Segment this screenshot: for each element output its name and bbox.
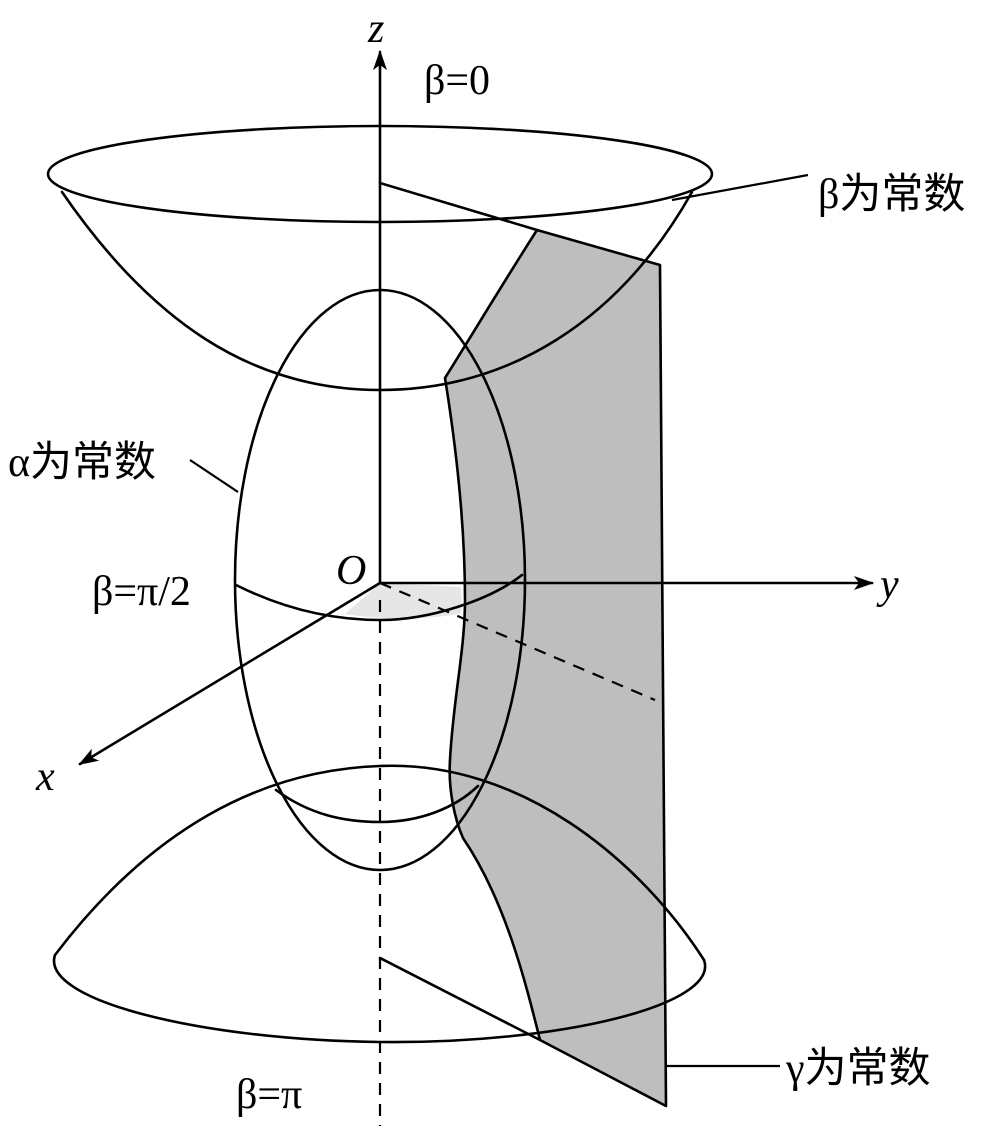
gamma-surface	[443, 228, 668, 1108]
origin-label: O	[336, 548, 366, 594]
x-axis-label: x	[35, 754, 55, 800]
beta-const-leader	[671, 173, 809, 202]
upper-sheet-curve	[60, 190, 694, 392]
alpha-const-leader	[189, 459, 239, 493]
upper-radial-line	[378, 181, 539, 232]
alpha-ellipsoid	[233, 288, 527, 872]
xy-sector	[345, 583, 462, 619]
beta-pi-label: β=π	[236, 1072, 302, 1118]
upper-sheet-rim	[46, 124, 714, 224]
ellipsoid-lower-curve	[274, 784, 480, 824]
alpha-const-label: α为常数	[8, 440, 156, 486]
gamma-trace-dashed	[379, 581, 656, 702]
beta-half-pi-label: β=π/2	[92, 569, 191, 615]
x-axis	[78, 581, 382, 766]
lower-sheet-top	[53, 764, 706, 962]
lower-radial-line	[378, 956, 542, 1042]
z-axis-label: z	[367, 6, 384, 52]
beta-half-pi-curve	[234, 573, 524, 622]
y-axis-label: y	[876, 562, 899, 608]
beta-zero-label: β=0	[424, 58, 490, 104]
gamma-const-label: γ为常数	[785, 1046, 931, 1092]
lower-sheet-rim	[52, 953, 707, 1044]
beta-const-label: β为常数	[818, 172, 965, 218]
